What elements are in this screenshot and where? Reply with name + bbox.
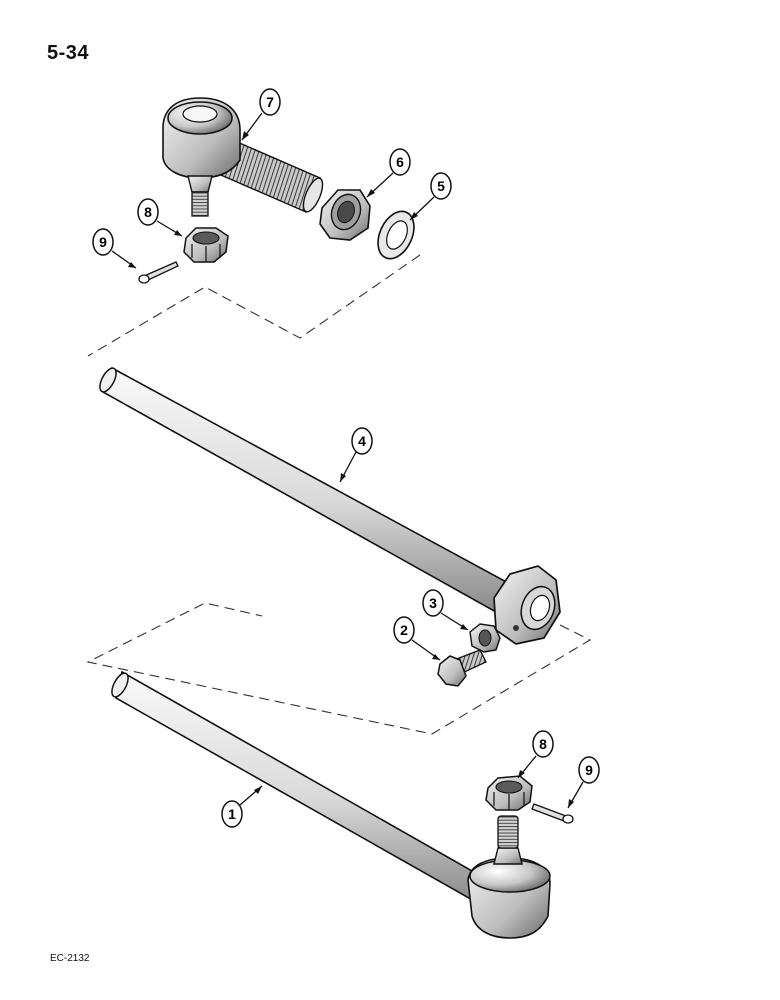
callout-2: 2 — [393, 616, 441, 661]
callout-8-top: 8 — [137, 198, 183, 237]
callout-4: 4 — [339, 427, 373, 483]
callout-5-label: 5 — [437, 178, 445, 194]
callout-3-label: 3 — [429, 595, 437, 611]
callout-1: 1 — [221, 785, 263, 828]
callout-5: 5 — [409, 172, 452, 221]
callout-6-label: 6 — [396, 154, 404, 170]
callout-8-bottom: 8 — [517, 730, 554, 779]
callout-7: 7 — [241, 88, 281, 141]
cotter-pin-top — [138, 261, 179, 284]
callout-8-bottom-label: 8 — [539, 736, 547, 752]
page-number: 5-34 — [47, 42, 90, 64]
figure-code: EC-2132 — [50, 953, 90, 964]
callout-9-top: 9 — [92, 228, 137, 269]
top-alignment-dashes — [87, 254, 421, 357]
cotter-pin-bottom — [531, 803, 574, 824]
castle-nut-top — [183, 227, 229, 263]
bottom-alignment-dashes — [86, 602, 592, 735]
callout-9-bottom-label: 9 — [585, 762, 593, 778]
clamp-nut — [469, 623, 501, 653]
tie-rod-end-top — [162, 97, 324, 217]
lock-washer — [377, 210, 415, 260]
tie-rod-tube — [99, 366, 561, 645]
callout-9-bottom: 9 — [567, 756, 600, 809]
callout-7-label: 7 — [266, 94, 274, 110]
clamp-bolt — [437, 649, 487, 687]
castle-nut-bottom — [485, 775, 533, 811]
tie-rod-bottom — [111, 670, 551, 939]
callout-4-label: 4 — [358, 433, 366, 449]
callout-6: 6 — [366, 148, 411, 198]
callout-2-label: 2 — [400, 622, 408, 638]
callout-8-top-label: 8 — [144, 204, 152, 220]
callout-3: 3 — [422, 589, 469, 631]
callout-1-label: 1 — [228, 806, 236, 822]
jam-nut — [319, 189, 371, 241]
callout-9-top-label: 9 — [99, 234, 107, 250]
